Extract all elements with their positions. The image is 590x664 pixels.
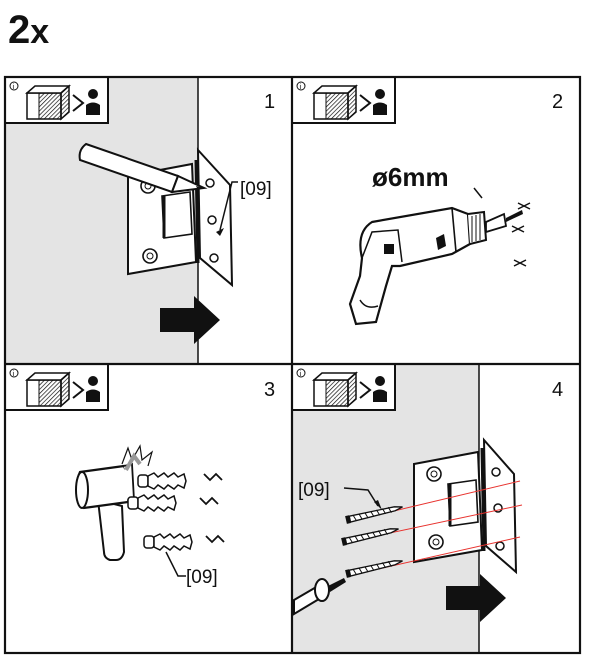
drill-hole-marks	[511, 202, 531, 267]
panel-4-number: 4	[552, 379, 563, 401]
wall-to-person-icon	[291, 76, 396, 124]
panel-2: 2 ø6mm	[291, 76, 563, 326]
panel-4: 4	[291, 363, 580, 653]
pencil-icon	[78, 142, 208, 194]
plug-hole-marks	[199, 472, 225, 544]
panel-1-part-label: [09]	[240, 179, 272, 200]
quantity-number: 2	[8, 8, 31, 52]
quantity-suffix: x	[30, 13, 50, 51]
panel-1-number: 1	[264, 91, 275, 113]
panel-2-number: 2	[552, 91, 563, 113]
impact-burst	[121, 444, 154, 471]
quantity-label: 2x	[8, 10, 49, 50]
panel-3-part-label: [09]	[186, 567, 218, 588]
wall-to-person-icon	[4, 363, 109, 411]
wall-to-person-icon	[291, 363, 396, 411]
drill-icon	[348, 206, 523, 326]
panel-grid-frame	[3, 75, 582, 655]
panel-3-number: 3	[264, 379, 275, 401]
screwdriver-icon	[293, 578, 346, 616]
hammer-icon	[75, 462, 135, 561]
drill-size-label: ø6mm	[372, 162, 449, 192]
panel-3: 3 [09]	[4, 363, 275, 588]
wall-plug-icon	[127, 472, 193, 551]
panel-1: 1 [09]	[4, 76, 292, 363]
hinge-plate-icon	[413, 437, 518, 575]
panel-4-part-label: [09]	[298, 480, 330, 501]
wall-to-person-icon	[4, 76, 109, 124]
